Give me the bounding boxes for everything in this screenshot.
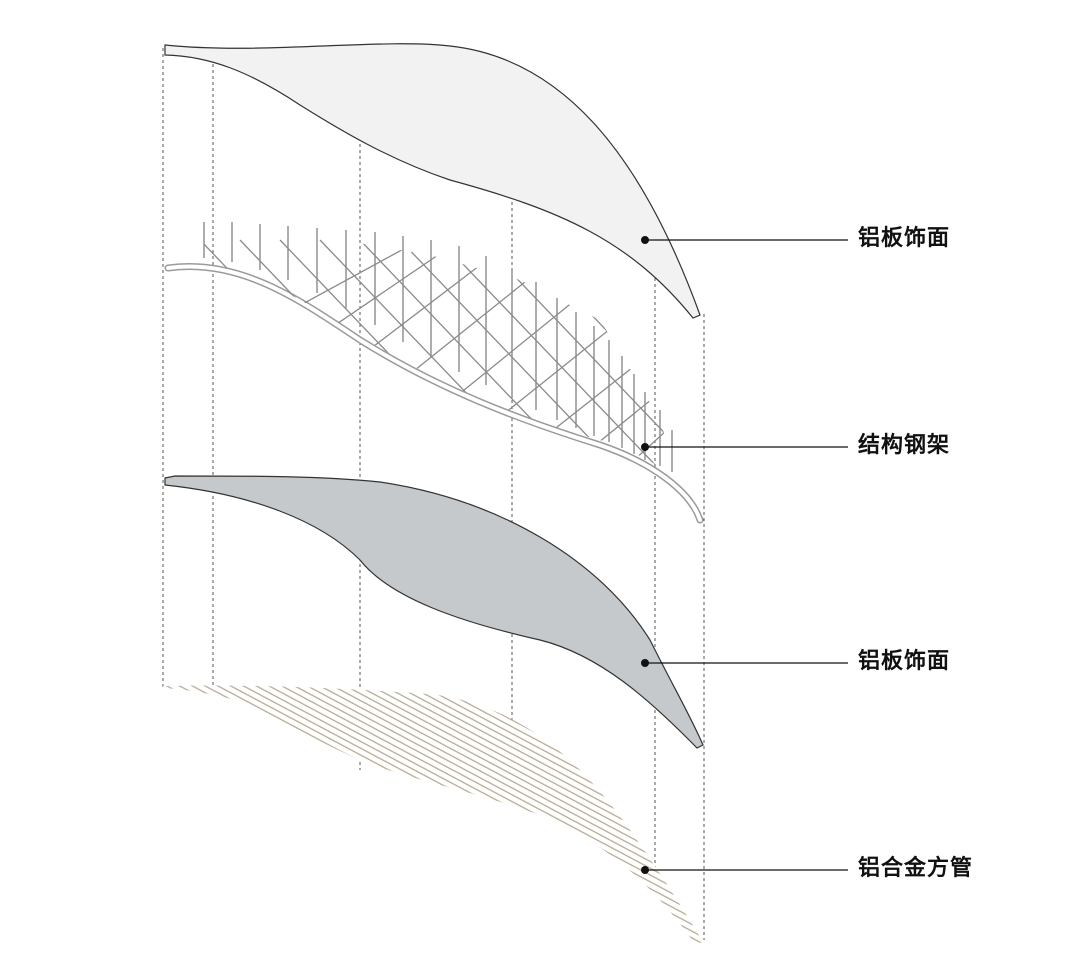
label-aluminum-tubes: 铝合金方管	[858, 856, 974, 881]
label-top-aluminum-panel: 铝板饰面	[858, 226, 951, 251]
bottom-aluminum-panel	[164, 475, 704, 749]
alignment-guides	[162, 48, 705, 940]
leader-lines	[645, 239, 848, 871]
label-bottom-aluminum-panel: 铝板饰面	[858, 649, 951, 674]
leader-dots	[641, 236, 649, 874]
leader-dot	[641, 659, 649, 667]
leader-dot	[641, 443, 649, 451]
label-structural-steel-frame: 结构钢架	[858, 433, 951, 458]
frame-base-curve-inner	[166, 264, 702, 522]
leader-dot	[641, 236, 649, 244]
leader-dot	[641, 866, 649, 874]
aluminum-tube-layer	[163, 685, 703, 944]
top-aluminum-panel	[164, 43, 701, 319]
